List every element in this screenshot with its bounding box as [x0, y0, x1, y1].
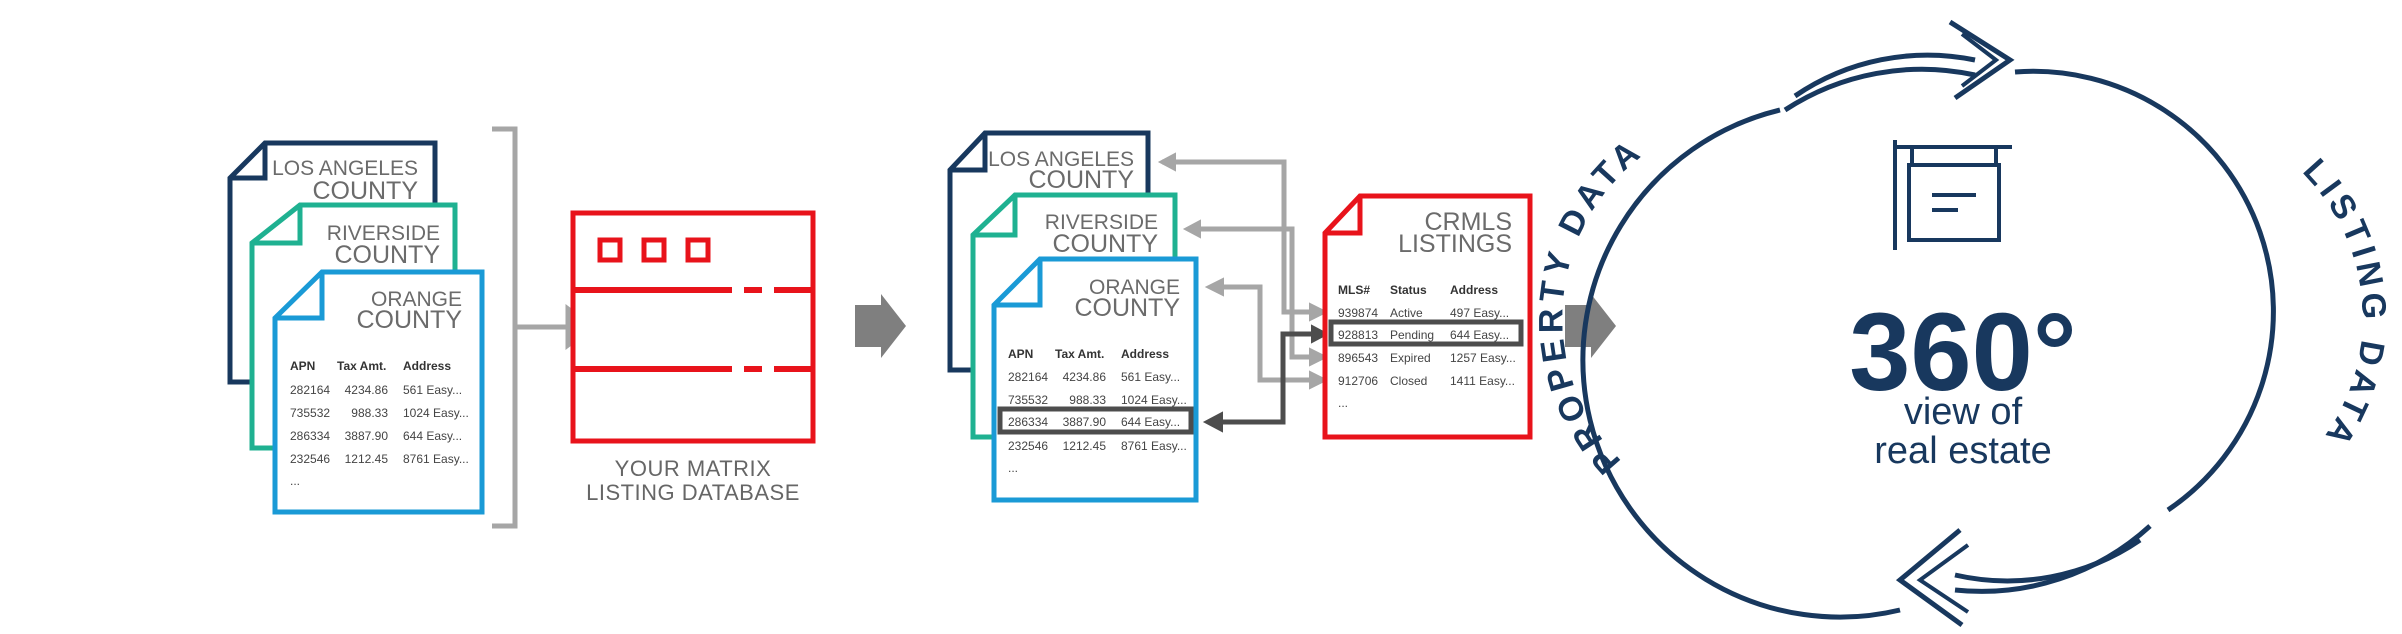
result-big-number: 360° — [1849, 291, 2077, 414]
county-name-line1: RIVERSIDE — [1045, 211, 1158, 234]
table-ellipsis: ... — [1008, 461, 1018, 475]
table-cell: 988.33 — [1069, 393, 1106, 407]
table-cell: Pending — [1390, 328, 1434, 342]
crmls-table: MLS# Status Address 939874 Active 497 Ea… — [1328, 283, 1524, 410]
table-cell: 232546 — [290, 452, 330, 466]
table-cell: 735532 — [290, 406, 330, 420]
table-cell: 644 Easy... — [403, 429, 462, 443]
matched-row-highlight — [997, 406, 1194, 435]
table-ellipsis: ... — [1338, 396, 1348, 410]
table-cell: 1024 Easy... — [1121, 393, 1187, 407]
document-icon: ORANGE COUNTY APN Tax Amt. Address 28216… — [991, 256, 1199, 503]
arc-label-right: LISTING DATA — [2296, 152, 2393, 456]
table-cell: 561 Easy... — [403, 383, 462, 397]
county-name-line2: COUNTY — [1028, 166, 1134, 194]
county-name-line1: ORANGE — [371, 288, 462, 311]
table-cell: Expired — [1390, 351, 1431, 365]
table-cell: Active — [1390, 306, 1423, 320]
county-table: APN Tax Amt. Address 282164 4234.86 561 … — [290, 359, 469, 488]
crmls-document: CRMLS LISTINGS MLS# Status Address 93987… — [1322, 193, 1533, 440]
table-cell: 939874 — [1338, 306, 1378, 320]
table-cell: 286334 — [290, 429, 330, 443]
table-cell: 497 Easy... — [1450, 306, 1509, 320]
table-cell: 8761 Easy... — [1121, 439, 1187, 453]
table-cell: 644 Easy... — [1450, 328, 1509, 342]
database-window-icon — [570, 210, 816, 444]
database-caption-line1: YOUR MATRIX — [615, 456, 772, 481]
table-cell: 928813 — [1338, 328, 1378, 342]
table-cell: Closed — [1390, 374, 1427, 388]
table-header: Tax Amt. — [337, 359, 386, 373]
county-name-line2: COUNTY — [334, 241, 440, 269]
table-cell: 644 Easy... — [1121, 415, 1180, 429]
table-ellipsis: ... — [290, 474, 300, 488]
table-header: Status — [1390, 283, 1427, 297]
crmls-title-line1: CRMLS — [1424, 208, 1512, 236]
county-name-line1: RIVERSIDE — [327, 222, 440, 245]
real-estate-sign-icon — [1893, 140, 2012, 250]
table-cell: 896543 — [1338, 351, 1378, 365]
result-line2: real estate — [1874, 430, 2051, 472]
county-name-line1: LOS ANGELES — [988, 148, 1134, 171]
table-header: Address — [1121, 347, 1169, 361]
database-caption-line2: LISTING DATABASE — [586, 480, 800, 505]
table-header: APN — [290, 359, 315, 373]
table-cell: 561 Easy... — [1121, 370, 1180, 384]
table-cell: 3887.90 — [345, 429, 389, 443]
table-cell: 8761 Easy... — [403, 452, 469, 466]
table-header: Address — [403, 359, 451, 373]
table-cell: 1257 Easy... — [1450, 351, 1516, 365]
table-cell: 282164 — [290, 383, 330, 397]
document-icon: ORANGE COUNTY APN Tax Amt. Address 28216… — [272, 269, 485, 515]
table-cell: 282164 — [1008, 370, 1048, 384]
table-header: Tax Amt. — [1055, 347, 1104, 361]
county-name-line2: COUNTY — [1074, 294, 1180, 322]
table-header: APN — [1008, 347, 1033, 361]
table-header: Address — [1450, 283, 1498, 297]
county-name-line1: ORANGE — [1089, 276, 1180, 299]
table-cell: 3887.90 — [1063, 415, 1107, 429]
county-name-line2: COUNTY — [1052, 230, 1158, 258]
table-header: MLS# — [1338, 283, 1370, 297]
result-line1: view of — [1904, 391, 2023, 433]
table-cell: 912706 — [1338, 374, 1378, 388]
right-arrow-icon — [855, 294, 906, 358]
table-cell: 286334 — [1008, 415, 1048, 429]
crmls-title-line2: LISTINGS — [1398, 230, 1512, 258]
table-cell: 988.33 — [351, 406, 388, 420]
county-name-line2: COUNTY — [356, 306, 462, 334]
circular-arrows-icon — [1580, 19, 2276, 628]
table-cell: 735532 — [1008, 393, 1048, 407]
county-stack-matched: LOS ANGELES COUNTY RIVERSIDE COUNTY ORAN… — [947, 130, 1199, 503]
matched-row-highlight — [1328, 319, 1524, 347]
county-name-line1: LOS ANGELES — [272, 157, 418, 180]
county-table: APN Tax Amt. Address 282164 4234.86 561 … — [997, 347, 1194, 475]
table-cell: 232546 — [1008, 439, 1048, 453]
table-cell: 1212.45 — [1063, 439, 1107, 453]
lookup-connectors — [1157, 152, 1330, 433]
county-name-line2: COUNTY — [312, 177, 418, 205]
table-cell: 1024 Easy... — [403, 406, 469, 420]
table-cell: 4234.86 — [345, 383, 389, 397]
county-stack-left: LOS ANGELES COUNTY RIVERSIDE COUNTY ORAN… — [227, 140, 485, 515]
table-cell: 4234.86 — [1063, 370, 1107, 384]
table-cell: 1212.45 — [345, 452, 389, 466]
table-cell: 1411 Easy... — [1450, 374, 1515, 388]
